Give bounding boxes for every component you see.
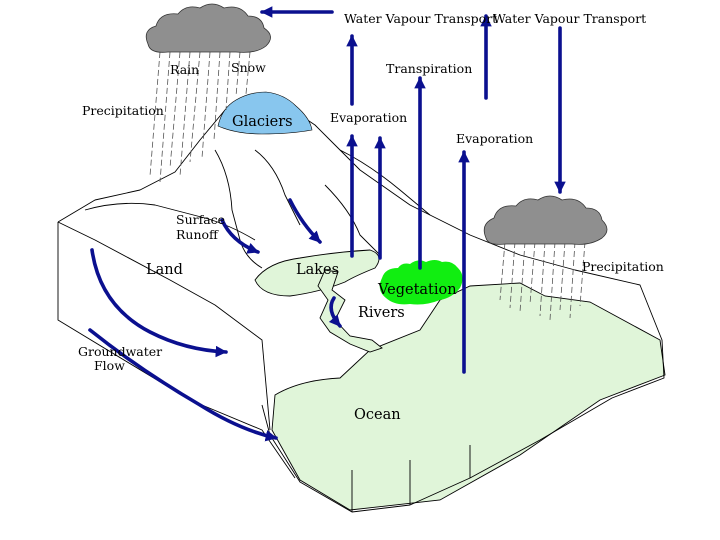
label-water-vapour-transport-right: Water Vapour Transport xyxy=(493,11,646,26)
land-ridge-1 xyxy=(84,202,256,241)
label-ocean: Ocean xyxy=(354,407,401,423)
label-evaporation-ocean: Evaporation xyxy=(456,131,533,146)
label-precipitation-right: Precipitation xyxy=(582,259,664,274)
arrow-icon xyxy=(328,296,342,328)
label-vegetation: Vegetation xyxy=(377,282,457,298)
river-channel xyxy=(317,269,383,353)
label-surface-runoff-2: Runoff xyxy=(176,227,219,242)
label-rain: Rain xyxy=(170,62,199,77)
land-ridge-2 xyxy=(214,149,263,269)
land-ridge-4 xyxy=(324,184,381,256)
front-face-inner xyxy=(57,221,271,431)
label-rivers: Rivers xyxy=(358,305,405,321)
cloud-icon xyxy=(483,195,608,245)
ocean-depth-line xyxy=(351,445,471,512)
label-lakes: Lakes xyxy=(296,262,339,278)
label-precipitation-left: Precipitation xyxy=(82,103,164,118)
lakes-surface xyxy=(254,249,380,297)
label-evaporation-land: Evaporation xyxy=(330,110,407,125)
labels: Water Vapour Transport Water Vapour Tran… xyxy=(78,11,664,423)
arrow-icon xyxy=(288,198,322,244)
land-ridge-3 xyxy=(254,149,301,226)
arrow-icon xyxy=(90,248,228,358)
glacier xyxy=(217,91,313,135)
label-groundwater-2: Flow xyxy=(94,358,125,373)
rain-icon xyxy=(499,241,586,321)
cloud-icon xyxy=(145,3,271,53)
label-transpiration: Transpiration xyxy=(386,61,472,76)
vegetation-blob xyxy=(379,260,463,305)
arrow-icon xyxy=(220,218,260,254)
flow-arrows xyxy=(88,6,566,442)
label-snow: Snow xyxy=(231,60,266,75)
label-surface-runoff-1: Surface xyxy=(176,212,225,227)
label-water-vapour-transport-left: Water Vapour Transport xyxy=(344,11,497,26)
land-ridge-5 xyxy=(339,149,431,216)
rain-icon xyxy=(149,51,251,183)
label-land: Land xyxy=(146,262,183,278)
label-glaciers: Glaciers xyxy=(232,114,293,130)
label-groundwater-1: Groundwater xyxy=(78,344,162,359)
arrow-icon xyxy=(88,328,278,442)
ocean-surface xyxy=(271,282,666,511)
